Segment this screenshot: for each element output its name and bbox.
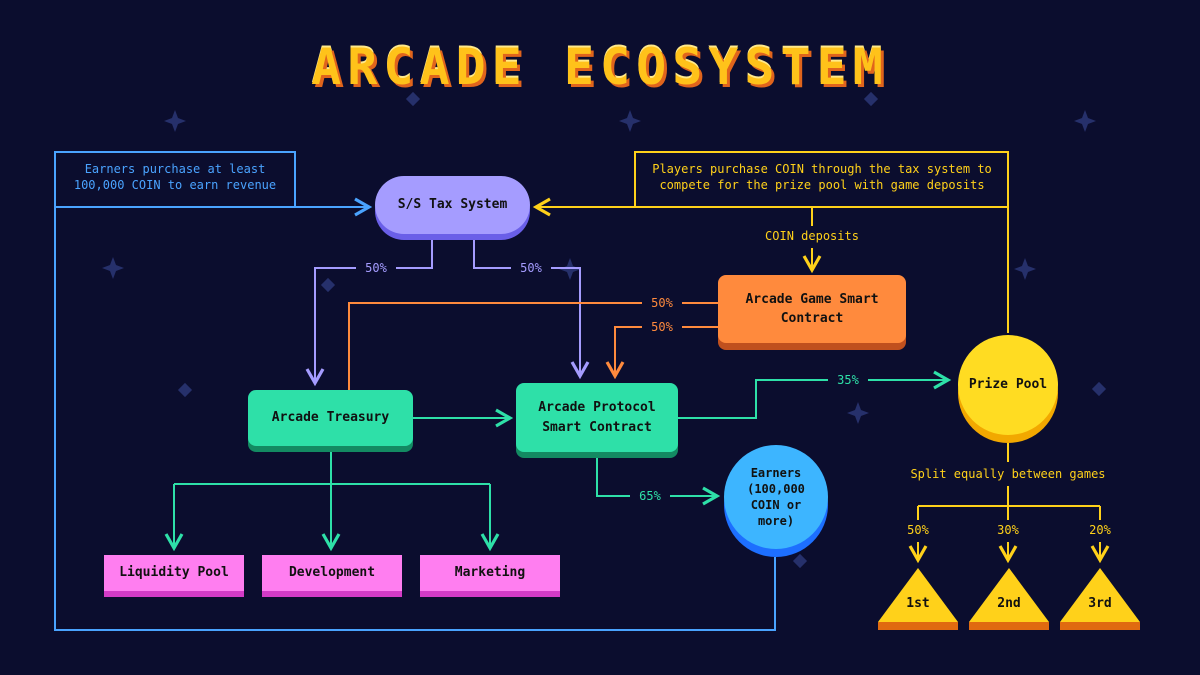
tax-left-percent: 50% xyxy=(356,261,396,275)
earners-circle xyxy=(724,445,828,549)
game-to-treasury-percent: 50% xyxy=(642,296,682,310)
protocol-to-earners-line xyxy=(596,458,721,506)
protocol-to-prize-line xyxy=(678,370,952,419)
split-third-percent: 20% xyxy=(1089,523,1111,537)
game-to-treasury-line xyxy=(348,302,718,390)
coin-deposits-label: COIN deposits xyxy=(752,229,872,243)
podium-second xyxy=(969,568,1049,630)
tax-system-node: S/S Tax System xyxy=(375,176,530,234)
split-note: Split equally between games xyxy=(898,467,1118,481)
players-note-box xyxy=(634,151,1009,208)
first-place-label: 1st xyxy=(906,596,930,611)
tax-right-percent: 50% xyxy=(511,261,551,275)
page-title: ARCADE ECOSYSTEM xyxy=(311,38,889,96)
prize-pool-label: Prize Pool xyxy=(968,377,1048,393)
liquidity-pool-node: Liquidity Pool xyxy=(104,555,244,591)
game-to-protocol-line xyxy=(605,326,718,380)
third-place-label: 3rd xyxy=(1088,596,1112,611)
development-node: Development xyxy=(262,555,402,591)
split-first-percent: 50% xyxy=(907,523,929,537)
protocol-to-prize-percent: 35% xyxy=(828,373,868,387)
treasury-node: Arcade Treasury xyxy=(248,390,413,446)
marketing-node: Marketing xyxy=(420,555,560,591)
game-to-protocol-percent: 50% xyxy=(642,320,682,334)
earners-note: Earners purchase at least 100,000 COIN t… xyxy=(73,162,277,192)
second-place-label: 2nd xyxy=(997,596,1021,611)
star-decorations xyxy=(102,91,1107,569)
treasury-to-allocations-line xyxy=(174,452,490,485)
earners-label: Earners (100,000 COIN or more) xyxy=(747,465,805,529)
podium-first xyxy=(878,568,958,630)
players-note: Players purchase COIN through the tax sy… xyxy=(652,162,992,192)
split-second-percent: 30% xyxy=(997,523,1019,537)
prize-split-line xyxy=(917,442,1101,520)
podium-third xyxy=(1060,568,1140,630)
prize-pool-circle xyxy=(958,335,1058,435)
protocol-to-earners-percent: 65% xyxy=(630,489,670,503)
game-contract-node: Arcade Game Smart Contract xyxy=(718,275,906,343)
earners-note-box xyxy=(54,151,296,208)
protocol-contract-node: Arcade Protocol Smart Contract xyxy=(516,383,678,452)
